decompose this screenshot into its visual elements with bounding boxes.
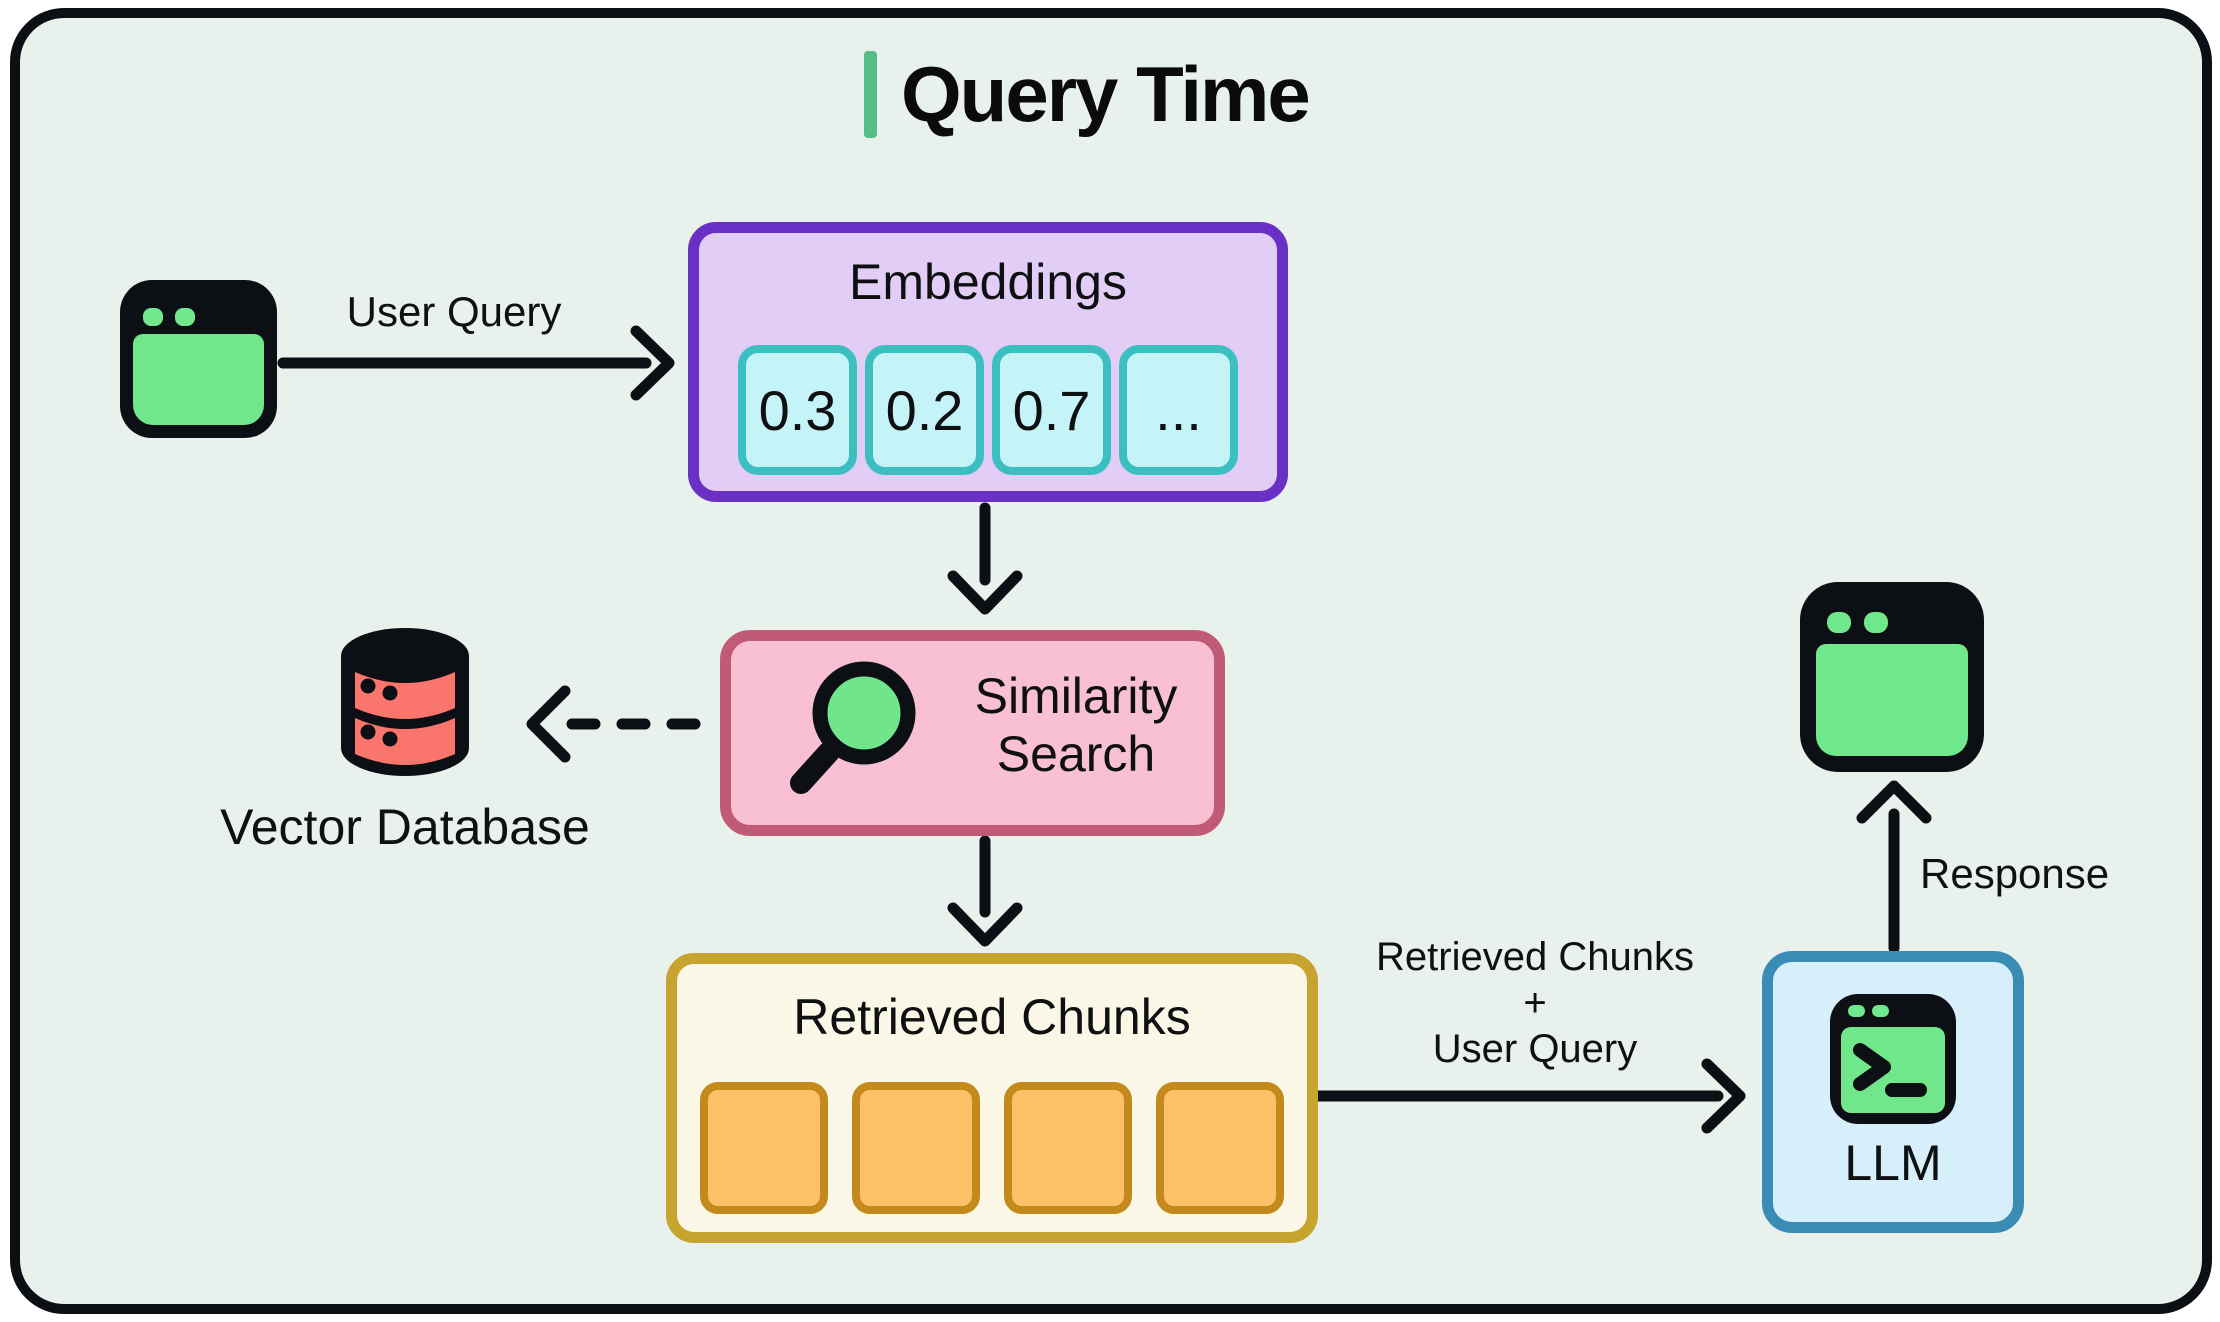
window-dot-icon <box>1827 612 1851 633</box>
embedding-vector: 0.3 0.2 0.7 ... <box>699 345 1277 475</box>
retrieved-chunks-row <box>677 1082 1307 1214</box>
browser-window-icon <box>1800 582 1984 772</box>
window-dot-icon <box>1864 612 1888 633</box>
embedding-value-chip: 0.2 <box>865 345 984 475</box>
edge-label-chunks-plus-query: Retrieved Chunks + User Query <box>1376 935 1694 1071</box>
chunk-chip <box>700 1082 828 1214</box>
browser-screen <box>1816 644 1968 756</box>
edge-label-user-query: User Query <box>346 288 562 335</box>
embeddings-node: Embeddings 0.3 0.2 0.7 ... <box>688 222 1288 502</box>
terminal-icon <box>1830 994 1956 1124</box>
retrieved-chunks-label: Retrieved Chunks <box>793 989 1191 1045</box>
llm-label: LLM <box>1844 1135 1942 1191</box>
similarity-search-node: Similarity Search <box>720 630 1225 836</box>
window-dot-icon <box>143 308 163 326</box>
browser-screen <box>133 334 264 425</box>
page-title: Query Time <box>901 50 1311 138</box>
magnifier-icon <box>790 661 916 794</box>
embedding-value-chip: 0.7 <box>992 345 1111 475</box>
embedding-value-chip: ... <box>1119 345 1238 475</box>
embeddings-label: Embeddings <box>849 254 1127 310</box>
chunk-chip <box>1004 1082 1132 1214</box>
edge-label-response: Response <box>1920 850 2110 897</box>
chunk-chip <box>1156 1082 1284 1214</box>
similarity-search-label: Similarity Search <box>974 668 1178 782</box>
browser-window-icon <box>120 280 277 438</box>
chunk-chip <box>852 1082 980 1214</box>
diagram-title: Query Time <box>864 50 1311 138</box>
embedding-value-chip: 0.3 <box>738 345 857 475</box>
vector-database-label: Vector Database <box>220 799 590 855</box>
retrieved-chunks-node: Retrieved Chunks <box>666 953 1318 1243</box>
window-dot-icon <box>175 308 195 326</box>
llm-node: LLM <box>1762 951 2024 1233</box>
title-accent-bar <box>864 50 877 138</box>
database-icon <box>341 628 469 776</box>
